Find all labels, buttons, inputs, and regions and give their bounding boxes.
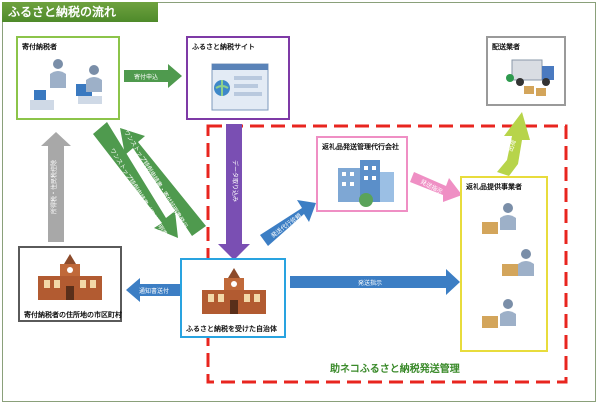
arrow-onestop-to-receiver	[93, 122, 178, 238]
node-agency: 返礼品発送管理代行会社	[316, 136, 408, 212]
node-site: ふるさと納税サイト	[186, 36, 290, 120]
node-receiver: ふるさと納税を受けた自治体	[180, 258, 286, 338]
office-building-icon	[338, 160, 394, 207]
arrow-ship-instruct-long	[290, 269, 460, 295]
label-notice-send: 通知書送付	[139, 287, 169, 295]
label-shipping: 出荷	[506, 139, 518, 153]
node-receiver-label: ふるさと納税を受けた自治体	[186, 325, 277, 333]
delivery-truck-icon	[506, 59, 554, 96]
arrow-donation-apply	[124, 64, 182, 88]
node-donor: 寄付納税者	[16, 36, 120, 120]
donor-icon	[30, 59, 102, 110]
label-ship-order-3: 発送指示	[358, 279, 382, 287]
website-icon	[211, 63, 269, 111]
region-label: 助ネコふるさと納税発送管理	[330, 364, 460, 375]
node-donor-label: 寄付納税者	[22, 43, 57, 51]
supplier-workers-icon	[482, 203, 534, 328]
arrow-notice-send	[126, 278, 180, 302]
node-municipality-label: 寄付納税者の住所地の市区町村	[24, 311, 122, 319]
municipal-building-icon	[38, 254, 102, 300]
arrow-onestop-to-donor	[120, 128, 206, 236]
page-title: ふるさと納税の流れ	[2, 2, 158, 22]
node-supplier-label: 返礼品提供事業者	[466, 183, 522, 191]
arrow-ship-instruct-supplier	[410, 172, 462, 202]
node-supplier: 返礼品提供事業者	[460, 176, 548, 352]
management-region	[206, 124, 568, 384]
label-tax-deduction: 所得税・住民税控除	[50, 160, 58, 214]
arrow-ship-order-agency	[260, 200, 316, 246]
label-donation-apply: 寄付申込	[134, 73, 158, 81]
node-agency-label: 返礼品発送管理代行会社	[322, 143, 399, 151]
label-data-import: データ取り込み	[231, 160, 239, 202]
node-site-label: ふるさと納税サイト	[192, 43, 255, 51]
arrow-tax-deduction	[41, 132, 71, 242]
arrow-data-import	[218, 124, 250, 260]
city-hall-icon	[202, 268, 266, 314]
node-municipality: 寄付納税者の住所地の市区町村	[18, 246, 122, 322]
node-delivery-label: 配送業者	[492, 43, 520, 51]
label-ship-order-1: 発送代行依頼	[269, 212, 303, 240]
node-delivery: 配送業者	[486, 36, 566, 106]
arrow-shipping	[497, 112, 530, 176]
